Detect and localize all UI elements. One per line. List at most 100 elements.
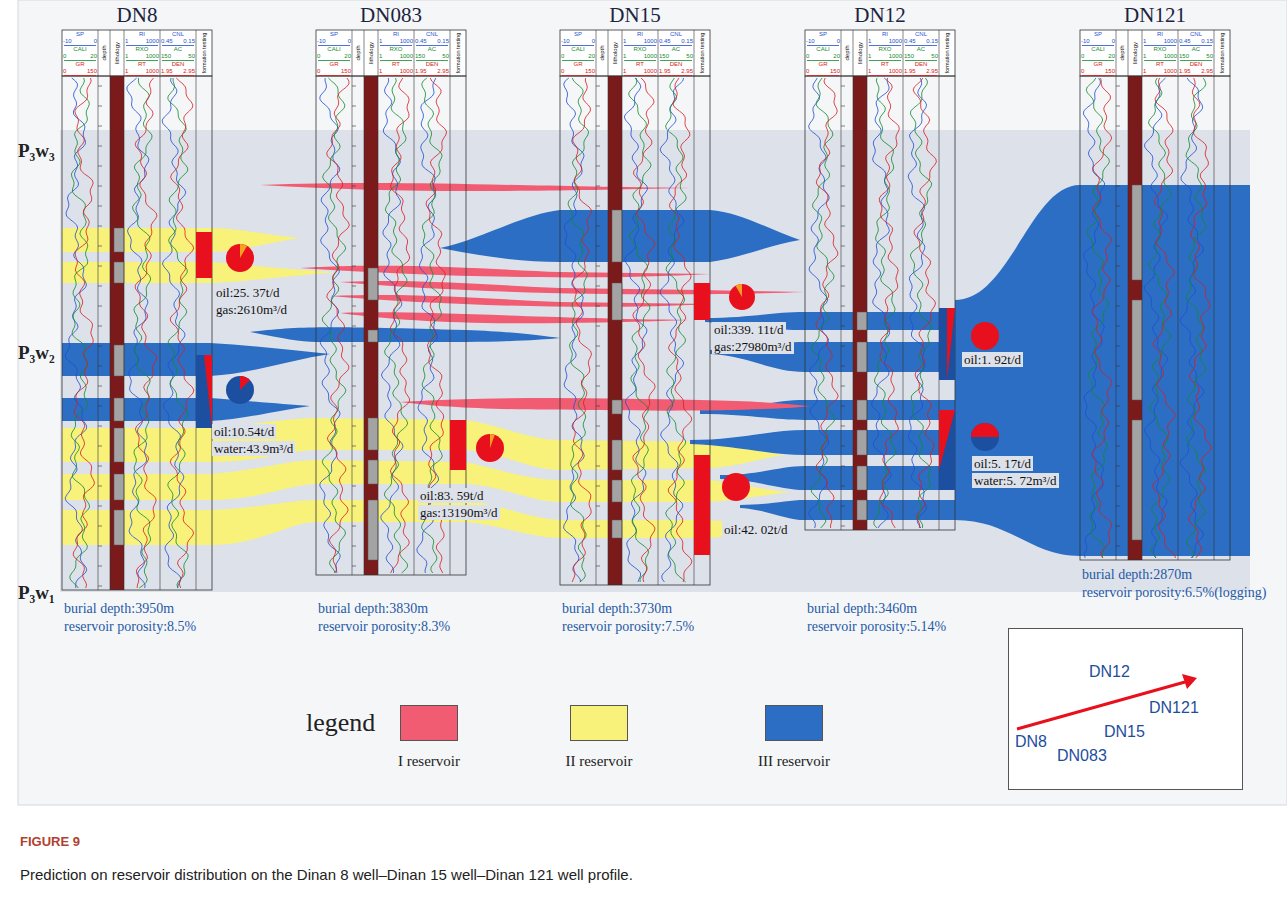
test-result: oil:339. 11t/d [712, 322, 786, 337]
track-divider [378, 30, 379, 575]
log-header-label: lithology [857, 42, 864, 64]
depth-tick [1116, 106, 1120, 107]
scale-line [1180, 60, 1212, 61]
scale-line [126, 45, 158, 46]
depth-tick [596, 86, 600, 87]
log-header-label: 0.45 [161, 38, 173, 45]
log-header-label: 1000 [400, 53, 413, 60]
well-note: reservoir porosity:6.5%(logging) [1082, 584, 1266, 601]
section-graphic [694, 455, 710, 555]
section-graphic [971, 322, 999, 350]
log-header-label: 0.15 [183, 38, 195, 45]
depth-tick [1116, 246, 1120, 247]
well-note: reservoir porosity:7.5% [562, 618, 694, 635]
section-graphic [947, 308, 955, 380]
scale-line [126, 60, 158, 61]
log-curve [390, 78, 409, 573]
section-graphic [196, 232, 212, 278]
scale-line [380, 45, 412, 46]
depth-tick [1116, 386, 1120, 387]
log-header-label: 50 [931, 53, 938, 60]
depth-tick [1116, 166, 1120, 167]
depth-tick [841, 486, 845, 487]
section-graphic [722, 473, 750, 501]
log-header-label: 150 [87, 68, 97, 75]
depth-tick [352, 186, 356, 187]
log-header-label: RXO [389, 46, 402, 53]
log-header-label: formation testing [1219, 33, 1226, 74]
scale-line [869, 45, 901, 46]
section-graphic [490, 434, 495, 448]
log-header-label: 1000 [1164, 53, 1177, 60]
depth-tick [98, 586, 102, 587]
log-header-label: 1 [623, 38, 626, 45]
log-header-label: AC [917, 46, 925, 53]
log-header-label: CALI [73, 46, 86, 53]
depth-tick [841, 466, 845, 467]
log-header-label: 2.95 [681, 68, 693, 75]
scale-line [905, 45, 937, 46]
legend-swatch [765, 705, 823, 741]
log-header-label: 1.95 [161, 68, 173, 75]
test-pies [226, 244, 999, 501]
log-curve [668, 78, 692, 582]
log-header-box [1080, 30, 1230, 76]
log-header-label: 1 [623, 53, 626, 60]
scale-line [64, 60, 96, 61]
scale-line [869, 75, 901, 76]
scale-line [1082, 45, 1114, 46]
log-curve [1149, 78, 1172, 558]
log-header-label: 150 [161, 53, 171, 60]
depth-tick [98, 166, 102, 167]
log-header-label: SP [574, 31, 582, 38]
depth-tick [1116, 146, 1120, 147]
log-header-label: 1.95 [904, 68, 916, 75]
log-header-label: 1000 [400, 38, 413, 45]
log-header-label: 0 [837, 38, 840, 45]
scale-line [807, 75, 839, 76]
sandstone-block [114, 228, 124, 252]
depth-tick [98, 546, 102, 547]
depth-tick [98, 426, 102, 427]
log-header-label: 0 [1081, 68, 1084, 75]
log-header-label: 1 [379, 68, 382, 75]
log-header-label: formation testing [455, 33, 462, 74]
test-result: oil:1. 92t/d [962, 352, 1023, 367]
log-header-label: lithology [1132, 42, 1139, 64]
section-graphic [330, 295, 710, 307]
track-divider [1128, 30, 1129, 560]
log-header-label: 1 [868, 38, 871, 45]
scale-line [416, 45, 448, 46]
depth-tick [352, 146, 356, 147]
log-header-label: depth [1119, 45, 1126, 60]
depth-tick [841, 246, 845, 247]
log-header-label: 20 [1108, 53, 1115, 60]
section-graphic [450, 420, 466, 470]
track-divider [1142, 30, 1143, 560]
log-header-label: 1 [623, 68, 626, 75]
section-graphic [250, 327, 560, 342]
log-header-label: depth [101, 45, 108, 60]
log-header-label: 2.95 [183, 68, 195, 75]
sandstone-block [114, 428, 124, 462]
depth-tick [352, 386, 356, 387]
scale-line [1144, 60, 1176, 61]
test-bars [196, 232, 955, 555]
sandstone-block [612, 520, 622, 538]
depth-tick [352, 526, 356, 527]
section-graphic [60, 130, 1250, 592]
log-header-label: formation testing [699, 33, 706, 74]
depth-tick [1116, 366, 1120, 367]
log-header-label: 50 [686, 53, 693, 60]
log-header-label: 1 [125, 53, 128, 60]
log-header-label: AC [672, 46, 680, 53]
section-graphic [226, 376, 254, 404]
track-divider [110, 30, 111, 590]
scale-line [562, 45, 594, 46]
log-curve [70, 78, 90, 588]
depth-tick [352, 326, 356, 327]
scale-line [624, 75, 656, 76]
formation-label: P₃w₃ [18, 140, 55, 162]
log-header-label: formation testing [944, 33, 951, 74]
depth-tick [841, 386, 845, 387]
